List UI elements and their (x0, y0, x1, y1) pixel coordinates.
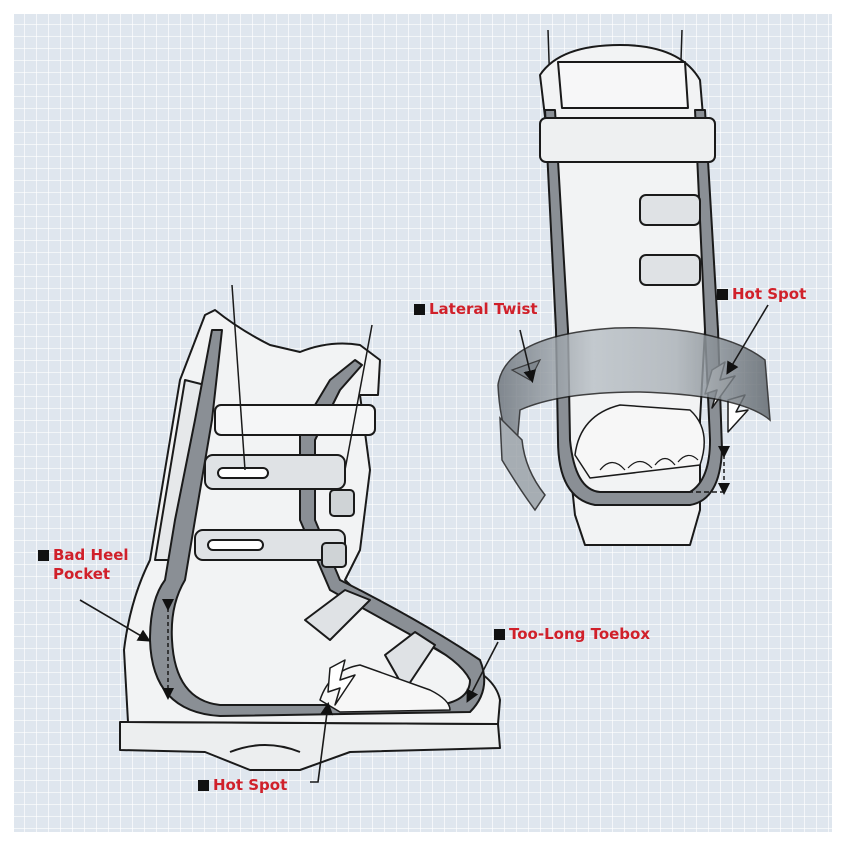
leader-hot-spot-side (310, 701, 334, 783)
label-bad-heel-pocket: Bad Heel Pocket (38, 546, 129, 584)
buckle-upper (204, 454, 346, 490)
front-view-boot (539, 29, 749, 546)
label-hot-spot-front: Hot Spot (717, 285, 806, 304)
side-view-boot (119, 284, 501, 771)
front-power-strap (539, 117, 716, 163)
twist-arrow-head (499, 416, 546, 512)
buckle-instep (304, 589, 371, 641)
leader-hot-spot-front (726, 304, 769, 375)
leader-bad-heel-pocket (79, 599, 151, 642)
leader-lateral-twist (519, 329, 536, 384)
label-hot-spot-side: Hot Spot (198, 776, 287, 795)
label-lateral-twist: Lateral Twist (414, 300, 538, 319)
power-strap (214, 404, 376, 436)
callout-leaders (79, 304, 769, 783)
boot-sole (119, 721, 501, 771)
boot-liner (149, 329, 486, 717)
marker-square (717, 289, 728, 300)
marker-square (198, 780, 209, 791)
marker-square (494, 629, 505, 640)
marker-square (38, 550, 49, 561)
label-bad-heel-line2: Pocket (53, 565, 111, 583)
label-too-long-toebox: Too-Long Toebox (494, 625, 650, 644)
leader-too-long-toebox (466, 641, 499, 703)
hot-spot-bolt-side (327, 659, 356, 706)
marker-square (414, 304, 425, 315)
label-bad-heel-line1: Bad Heel (53, 546, 129, 564)
